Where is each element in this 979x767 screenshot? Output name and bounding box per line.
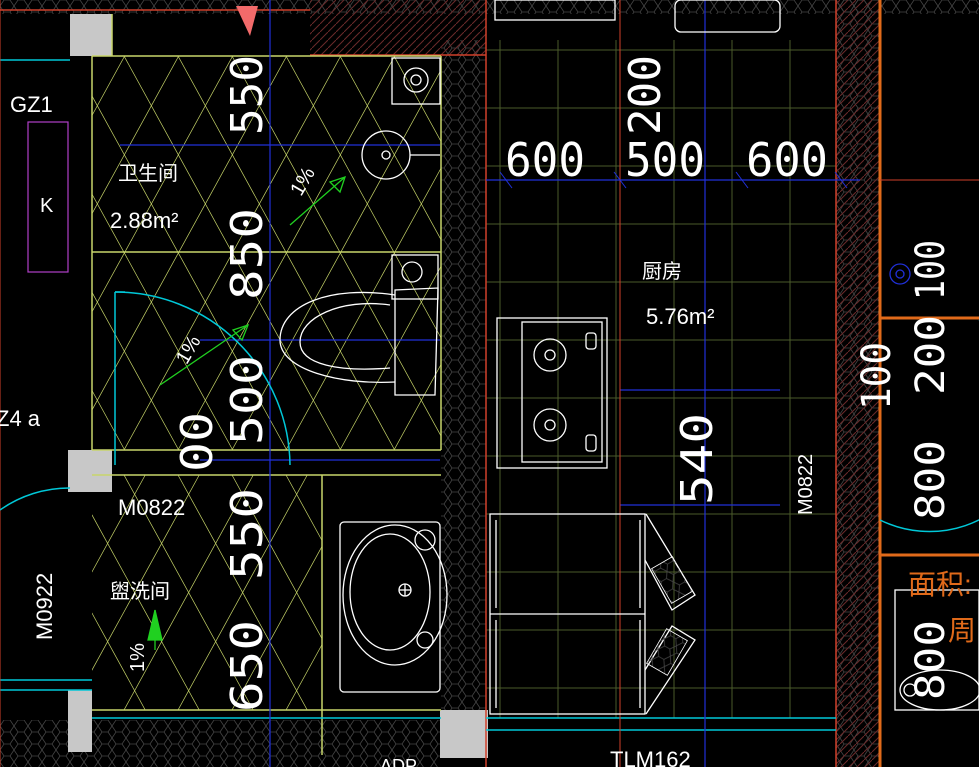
window-frame: [494, 0, 616, 21]
tile-line: [92, 56, 180, 451]
dim-100-kitchen: 100: [854, 342, 900, 410]
washbasin-icon: [339, 521, 441, 693]
dim-500: 500: [625, 133, 705, 187]
floor-drain-icon: [391, 254, 439, 300]
kitchen-area: 5.76m²: [646, 304, 714, 329]
tile-line: [177, 56, 396, 451]
column-tag-frame: [27, 121, 69, 273]
gz1-label: GZ1: [10, 92, 53, 117]
column: [68, 450, 112, 492]
bathroom-area: 2.88m²: [110, 208, 178, 233]
washroom-slope: 1%: [127, 643, 149, 672]
tile-line: [393, 56, 441, 451]
dim-850: 850: [222, 208, 273, 300]
stove-icon: [496, 317, 608, 469]
kitchen-door-label: M0822: [795, 454, 817, 515]
dim-right-100: 100: [908, 240, 954, 300]
window-frame: [674, 0, 781, 33]
dim-540: 540: [672, 413, 723, 505]
tile-line: [285, 56, 441, 451]
z4a-label: Z4 a: [0, 406, 41, 431]
bathroom-slope: 1%: [286, 163, 320, 199]
dim-right-200: 200: [908, 315, 954, 395]
tile-line: [92, 474, 200, 710]
tile-line: [177, 474, 308, 710]
dim-650: 650: [222, 620, 273, 712]
column: [70, 14, 112, 56]
tile-line: [339, 56, 441, 451]
dim-550-bottom: 550: [222, 488, 273, 580]
axis-lines: [120, 0, 860, 767]
slope-arrows: [147, 175, 347, 650]
wall-hatch-top: [0, 0, 979, 14]
sliding-door-label: TLM162: [610, 747, 691, 767]
wall-hatch-top-band: [310, 0, 486, 55]
bathroom-name: 卫生间: [118, 162, 178, 185]
tile-line: [92, 474, 146, 710]
column: [68, 690, 92, 752]
column: [440, 710, 488, 758]
dim-right-800-bottom: 800: [908, 620, 954, 700]
valve-icon: [889, 263, 911, 285]
wall-sink-icon: [361, 130, 411, 180]
dimension-ticks: [499, 171, 848, 189]
dim-200-kitchen: 200: [620, 55, 671, 135]
k-mark-icon: K: [40, 195, 54, 217]
dim-600-right: 600: [746, 133, 828, 187]
wall-hatch-middle: [441, 40, 486, 740]
tile-line: [92, 474, 146, 710]
tile-line: [92, 56, 180, 451]
tile-line: [92, 56, 288, 451]
tile-line: [92, 56, 234, 451]
toilet-icon: [394, 287, 439, 396]
tile-line: [231, 56, 441, 451]
area-label-2: 周: [948, 615, 976, 646]
area-label: 面积:: [908, 569, 972, 600]
floor-drain-icon: [391, 57, 441, 105]
washroom-name: 盥洗间: [110, 580, 170, 603]
cabinet-door-icon: [644, 513, 696, 611]
dim-right-800-top: 800: [908, 440, 954, 520]
dim-600-left: 600: [505, 133, 585, 187]
stone-pattern: [646, 628, 688, 676]
dim-00: 00: [172, 412, 223, 472]
north-marker: [236, 6, 258, 36]
tile-line: [123, 474, 254, 710]
kitchen-name: 厨房: [642, 260, 682, 283]
tile-line: [339, 56, 441, 451]
fixtures: [279, 0, 979, 715]
stone-pattern: [651, 556, 693, 604]
washroom-door-label: M0822: [118, 495, 185, 520]
dim-500-bath: 500: [222, 355, 273, 445]
wall-hatch-bottom: [0, 720, 440, 767]
tile-line: [393, 56, 441, 451]
door-m0922-label: M0922: [32, 573, 57, 640]
dim-550-top: 550: [222, 55, 273, 135]
adp-label: ADP: [380, 756, 417, 767]
wall-hatch-right-band: [836, 0, 880, 767]
toilet-slope: 1%: [172, 332, 206, 368]
door-swings: [0, 291, 979, 533]
